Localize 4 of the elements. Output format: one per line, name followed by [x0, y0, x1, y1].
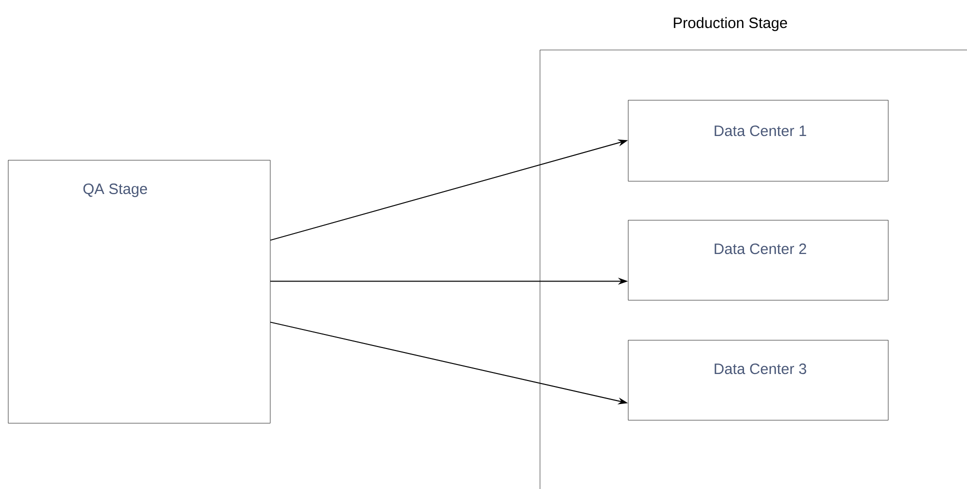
- data-center-box: Data Center 1: [628, 100, 888, 182]
- data-center-box: Data Center 3: [628, 340, 888, 420]
- data-center-box: Data Center 2: [628, 220, 888, 300]
- stage-box: QA Stage: [8, 160, 270, 424]
